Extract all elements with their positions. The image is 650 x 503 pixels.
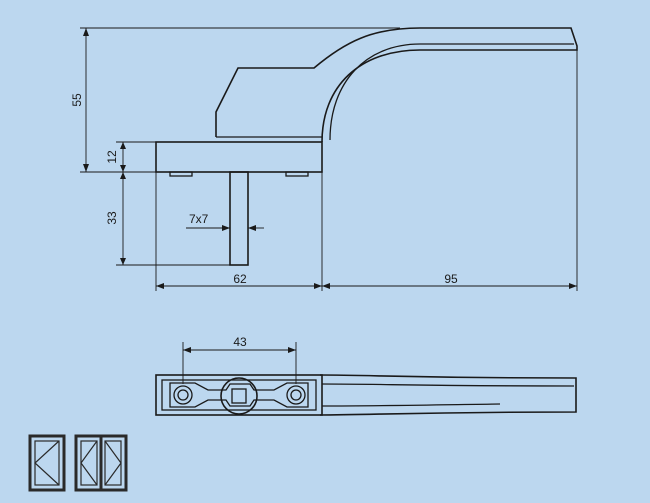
dim-spindle-size-label: 7x7: [189, 212, 209, 226]
dim-lever-length-label: 95: [444, 272, 458, 286]
top-lever-highlight: [321, 383, 575, 387]
dim-handle-height-label: 55: [70, 93, 84, 107]
top-view-dimensions: 43: [182, 335, 297, 384]
screw-hole-right: [286, 385, 306, 405]
spindle-boss: [220, 377, 258, 415]
dim-base-height-label: 12: [105, 150, 119, 164]
dim-base-width-label: 62: [233, 272, 247, 286]
base-plate: [155, 141, 323, 173]
spindle-square-hole: [231, 388, 247, 404]
handle-lever-outline: [215, 27, 578, 143]
top-view: [155, 374, 577, 416]
dim-spindle-length-label: 33: [105, 211, 119, 225]
top-lever-highlight-lower: [321, 403, 501, 407]
screw-hole-right-inner: [290, 389, 302, 401]
side-view-dimensions: 55 12 33 7x7 62 95: [70, 27, 578, 291]
dim-hole-spacing-label: 43: [233, 335, 247, 349]
base-tab-right: [285, 171, 309, 177]
side-view: [155, 27, 578, 266]
square-spindle: [229, 171, 249, 266]
single-casement-window-icon: [28, 434, 66, 492]
double-casement-window-icon: [74, 434, 128, 492]
top-base-plate: [155, 374, 323, 416]
top-lever-outline: [319, 374, 577, 416]
top-base-inner: [161, 379, 317, 411]
screw-hole-left: [173, 385, 193, 405]
handle-lever-highlight: [329, 43, 574, 141]
top-rosette: [169, 382, 309, 408]
screw-hole-left-inner: [177, 389, 189, 401]
base-tab-left: [169, 171, 193, 177]
